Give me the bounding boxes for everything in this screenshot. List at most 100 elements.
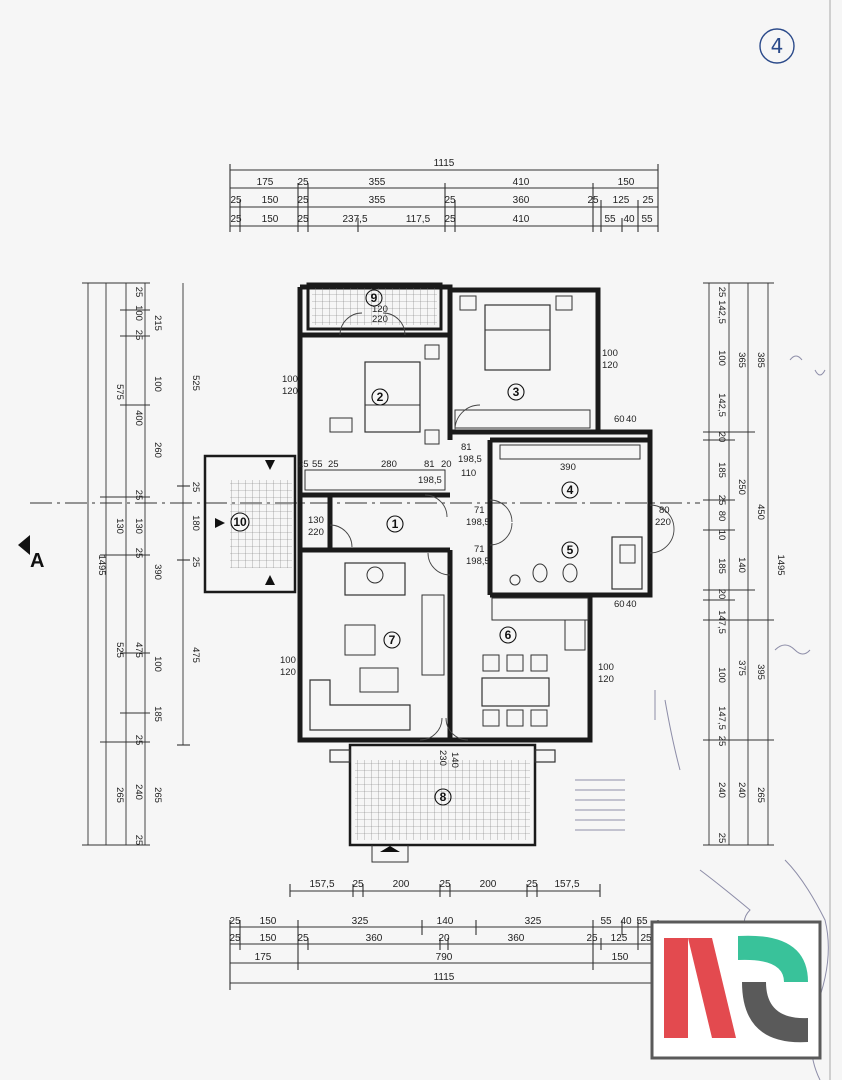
top-dim-row1: 175 25 355 410 150 xyxy=(257,177,635,188)
room-9: 9 xyxy=(365,289,383,307)
left-dim-label: 130 xyxy=(114,518,125,534)
bottom-dim-row4: 175 790 150 xyxy=(255,952,629,963)
left-dim-label: 475 xyxy=(133,642,144,658)
opening-label: 198,5 xyxy=(466,556,490,567)
bottom-dim-label: 55 xyxy=(600,916,612,927)
opening-label: 120 xyxy=(372,304,388,315)
section-line: A xyxy=(18,502,700,572)
room-5: 5 xyxy=(561,541,579,559)
opening-label: 100 xyxy=(598,662,614,673)
room-number: 8 xyxy=(440,790,447,804)
room-labels: 1 2 3 4 5 6 7 8 9 10 xyxy=(230,289,579,806)
room-number: 3 xyxy=(513,385,520,399)
opening-label: 120 xyxy=(282,386,298,397)
opening-label: 280 xyxy=(381,459,397,470)
sheet-number: 4 xyxy=(771,34,784,58)
left-dim-label: 525 xyxy=(190,375,201,391)
left-dim-label: 130 xyxy=(133,518,144,534)
terrace-tiles xyxy=(355,760,530,840)
bottom-dim-label: 25 xyxy=(352,879,364,890)
left-dim-label: 25 xyxy=(190,482,201,493)
logo-gray-curve xyxy=(742,982,808,1043)
opening-label: 60 xyxy=(614,414,625,425)
bottom-dim-label: 150 xyxy=(260,933,277,944)
opening-label: 71 xyxy=(474,505,485,516)
bottom-dim-label: 25 xyxy=(229,933,241,944)
opening-dimensions: 120 220 100 120 100 120 25 55 25 280 81 … xyxy=(280,304,671,768)
top-dim-label: 25 xyxy=(297,195,309,206)
logo-red-diagonal xyxy=(688,938,736,1038)
right-dim-label: 450 xyxy=(755,504,766,520)
opening-label: 80 xyxy=(659,505,670,516)
left-dim-label: 25 xyxy=(133,548,144,559)
top-dim-label: 150 xyxy=(262,214,279,225)
left-dim-labels: 1495 575 130 525 265 25 100 25 400 25 13… xyxy=(96,287,201,846)
right-dim-label: 185 xyxy=(716,462,727,478)
opening-label: 40 xyxy=(626,599,637,610)
bottom-dim-label: 125 xyxy=(611,933,628,944)
top-dim-label: 25 xyxy=(297,177,309,188)
bottom-dim-label: 360 xyxy=(508,933,525,944)
left-dimension-lines xyxy=(82,282,190,846)
opening-label: 198,5 xyxy=(466,517,490,528)
opening-label: 81 xyxy=(461,442,472,453)
entrance-arrow-icon xyxy=(265,460,275,470)
bottom-dim-label: 55 xyxy=(636,916,648,927)
top-dim-label: 360 xyxy=(513,195,530,206)
bottom-dim-label: 157,5 xyxy=(554,879,579,890)
top-dim-label: 410 xyxy=(513,177,530,188)
entrance-arrow-icon xyxy=(265,575,275,585)
right-dim-label: 185 xyxy=(716,558,727,574)
entrance-arrow-icon xyxy=(215,518,225,528)
left-dim-label: 100 xyxy=(152,376,163,392)
bottom-dim-label: 25 xyxy=(640,933,652,944)
right-dim-label: 142,5 xyxy=(716,393,727,417)
right-dim-label: 365 xyxy=(736,352,747,368)
porch-wall xyxy=(203,454,297,594)
left-dim-label: 100 xyxy=(152,656,163,672)
opening-label: 60 xyxy=(614,599,625,610)
left-dim-label: 25 xyxy=(190,557,201,568)
room-1: 1 xyxy=(386,515,404,533)
building-walls xyxy=(203,282,653,847)
opening-label: 120 xyxy=(598,674,614,685)
left-dim-label: 25 xyxy=(133,287,144,298)
top-dim-label: 117,5 xyxy=(406,214,431,225)
bottom-dim-label: 200 xyxy=(480,879,497,890)
room-6: 6 xyxy=(499,626,517,644)
opening-label: 130 xyxy=(308,515,324,526)
bottom-dim-label: 150 xyxy=(260,916,277,927)
bottom-dimension-lines xyxy=(229,884,659,990)
opening-label: 230 xyxy=(437,750,448,766)
top-dim-label: 25 xyxy=(642,195,654,206)
opening-label: 140 xyxy=(449,752,460,768)
sheet-number-mark: 4 xyxy=(759,28,795,64)
opening-label: 390 xyxy=(560,462,576,473)
room-2: 2 xyxy=(371,388,389,406)
top-dim-row3: 25 150 25 237,5 117,5 25 410 55 40 55 xyxy=(230,214,653,225)
top-dim-label: 25 xyxy=(587,195,599,206)
right-dim-label: 240 xyxy=(716,782,727,798)
bottom-dim-label: 157,5 xyxy=(309,879,334,890)
top-dim-label: 175 xyxy=(257,177,274,188)
top-dim-label: 25 xyxy=(444,195,456,206)
top-dim-label: 25 xyxy=(444,214,456,225)
bottom-dim-label: 175 xyxy=(255,952,272,963)
opening-label: 198,5 xyxy=(458,454,482,465)
bottom-dim-label: 25 xyxy=(439,879,451,890)
bottom-dim-label: 360 xyxy=(366,933,383,944)
furniture xyxy=(304,295,643,731)
left-dim-label: 180 xyxy=(190,515,201,531)
left-dim-label: 25 xyxy=(133,835,144,846)
room-10: 10 xyxy=(230,512,250,532)
right-dim-label: 25 xyxy=(716,287,727,298)
bottom-dim-row1: 157,5 25 200 25 200 25 157,5 xyxy=(309,879,579,890)
bottom-dim-row2: 25 150 325 140 325 55 40 55 xyxy=(229,916,648,927)
right-dim-label: 395 xyxy=(755,664,766,680)
opening-label: 220 xyxy=(308,527,324,538)
top-dim-label: 40 xyxy=(623,214,635,225)
top-dim-row2: 25 150 25 355 25 360 25 125 25 xyxy=(230,195,654,206)
logo-green-arc xyxy=(738,935,808,982)
right-dim-label: 25 xyxy=(716,495,727,506)
